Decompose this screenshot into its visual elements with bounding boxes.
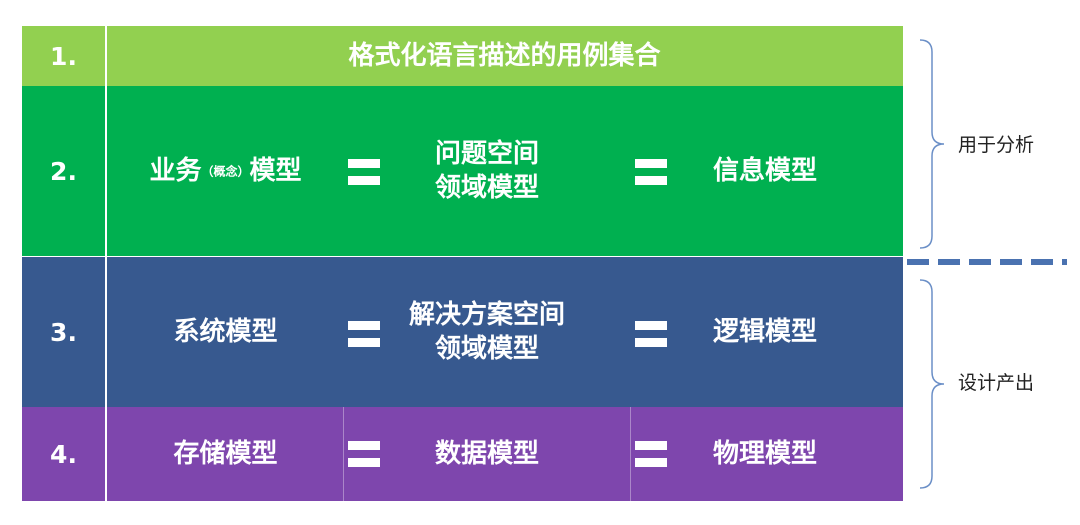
- row-1-number: 1.: [50, 41, 77, 71]
- equals-icon: [635, 441, 667, 467]
- design-brace: [919, 279, 945, 489]
- row-4: 4. 存储模型 数据模型 物理模型: [22, 407, 903, 501]
- equals-icon: [348, 159, 380, 185]
- row-1: 1. 格式化语言描述的用例集合: [22, 26, 903, 86]
- equals-icon: [635, 159, 667, 185]
- dashed-divider: [907, 259, 1067, 265]
- number-column-divider: [105, 26, 107, 501]
- system-model-cell: 系统模型: [173, 317, 278, 347]
- row-2: 2. 业务（概念）模型 问题空间 领域模型 信息模型: [22, 86, 903, 256]
- data-model-cell: 数据模型: [434, 439, 539, 469]
- row-1-title: 格式化语言描述的用例集合: [348, 41, 661, 71]
- row-4-separator-1: [343, 407, 344, 501]
- business-model-cell: 业务（概念）模型: [107, 86, 344, 256]
- solution-space-line-1: 解决方案空间: [408, 300, 565, 330]
- business-model-text: 业务: [149, 155, 202, 186]
- concept-note: （概念）: [201, 164, 250, 179]
- information-model-cell: 信息模型: [712, 156, 817, 186]
- business-model-text-2: 模型: [249, 155, 302, 186]
- analysis-label: 用于分析: [958, 134, 1035, 156]
- problem-space-cell: 问题空间 领域模型: [370, 86, 604, 256]
- equals-icon: [635, 321, 667, 347]
- equals-icon: [348, 321, 380, 347]
- storage-model-cell: 存储模型: [173, 439, 278, 469]
- equals-icon: [348, 441, 380, 467]
- row-4-number: 4.: [50, 439, 77, 469]
- problem-space-line-2: 领域模型: [434, 173, 539, 203]
- solution-space-line-2: 领域模型: [434, 334, 539, 364]
- analysis-brace: [919, 39, 945, 249]
- row-3-number: 3.: [50, 317, 77, 347]
- physical-model-cell: 物理模型: [712, 439, 817, 469]
- business-model-label: 业务（概念）模型: [149, 154, 301, 189]
- row-2-number: 2.: [50, 156, 77, 186]
- problem-space-line-1: 问题空间: [434, 139, 539, 169]
- row-4-separator-2: [630, 407, 631, 501]
- solution-space-cell: 解决方案空间 领域模型: [370, 257, 604, 407]
- design-label: 设计产出: [958, 372, 1035, 394]
- logical-model-cell: 逻辑模型: [712, 317, 817, 347]
- row-3: 3. 系统模型 解决方案空间 领域模型 逻辑模型: [22, 257, 903, 407]
